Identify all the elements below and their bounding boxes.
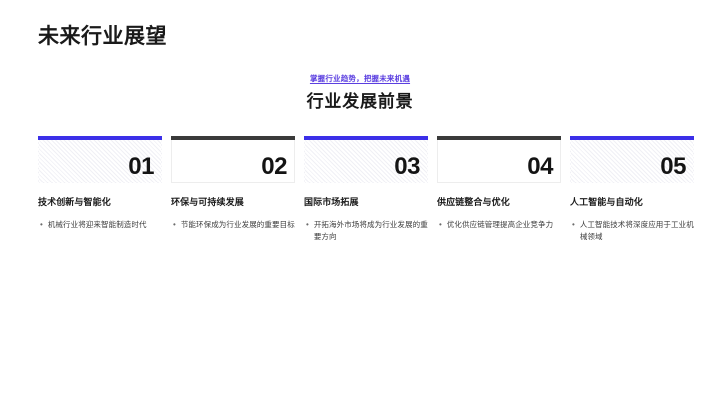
content-title: 国际市场拓展 [304,197,359,207]
header-heading: 行业发展前景 [306,92,414,111]
content-row: 技术创新与智能化 • 机械行业将迎来智能制造时代 环保与可持续发展 • 节能环保… [38,196,694,242]
header-block: 掌握行业趋势，把握未来机遇 行业发展前景 [0,68,720,112]
card-number: 05 [660,153,686,180]
bullet-dot-icon: • [306,220,309,230]
content-column: 国际市场拓展 • 开拓海外市场将成为行业发展的重要方向 [304,196,428,242]
content-title: 技术创新与智能化 [38,197,111,207]
list-item: • 优化供应链管理提高企业竞争力 [437,219,561,231]
content-column: 技术创新与智能化 • 机械行业将迎来智能制造时代 [38,196,162,242]
bullet-dot-icon: • [40,220,43,230]
number-card[interactable]: 03 [304,136,428,183]
card-accent-bar [38,136,162,140]
content-title: 供应链整合与优化 [437,197,510,207]
content-title: 人工智能与自动化 [570,197,643,207]
content-column: 环保与可持续发展 • 节能环保成为行业发展的重要目标 [171,196,295,242]
content-column: 人工智能与自动化 • 人工智能技术将深度应用于工业机械领域 [570,196,694,242]
number-cards-row: 01 02 03 04 05 [38,136,694,183]
card-number: 03 [394,153,420,180]
number-card[interactable]: 05 [570,136,694,183]
card-body: 04 [437,140,561,183]
list-item: • 开拓海外市场将成为行业发展的重要方向 [304,219,428,242]
card-body: 02 [171,140,295,183]
card-body: 01 [38,140,162,183]
page-title: 未来行业展望 [38,25,167,48]
bullet-text: 人工智能技术将深度应用于工业机械领域 [579,220,694,241]
list-item: • 节能环保成为行业发展的重要目标 [171,219,295,231]
bullet-text: 机械行业将迎来智能制造时代 [47,220,147,230]
list-item: • 机械行业将迎来智能制造时代 [38,219,162,231]
content-title: 环保与可持续发展 [171,197,244,207]
card-accent-bar [437,136,561,140]
card-accent-bar [570,136,694,140]
card-accent-bar [171,136,295,140]
card-number: 02 [261,153,287,180]
bullet-dot-icon: • [439,220,442,230]
bullet-text: 节能环保成为行业发展的重要目标 [180,220,295,230]
bullet-dot-icon: • [572,220,575,230]
card-body: 05 [570,140,694,183]
bullet-text: 开拓海外市场将成为行业发展的重要方向 [313,220,428,241]
number-card[interactable]: 01 [38,136,162,183]
content-column: 供应链整合与优化 • 优化供应链管理提高企业竞争力 [437,196,561,242]
bullet-text: 优化供应链管理提高企业竞争力 [446,220,554,230]
card-number: 01 [128,153,154,180]
card-accent-bar [304,136,428,140]
header-kicker-link[interactable]: 掌握行业趋势，把握未来机遇 [309,74,411,83]
number-card[interactable]: 04 [437,136,561,183]
bullet-dot-icon: • [173,220,176,230]
card-number: 04 [527,153,553,180]
number-card[interactable]: 02 [171,136,295,183]
list-item: • 人工智能技术将深度应用于工业机械领域 [570,219,694,242]
card-body: 03 [304,140,428,183]
